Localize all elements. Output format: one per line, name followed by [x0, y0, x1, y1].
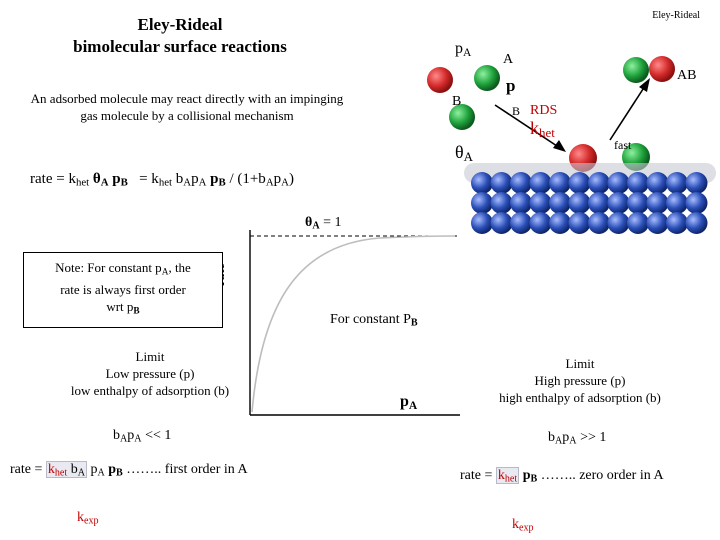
- surface-atom: [646, 192, 669, 214]
- label-theta-a: θA: [455, 142, 473, 165]
- low-limit-equation: rate = khet bA pA pB …….. first order in…: [10, 461, 248, 479]
- label-b: B: [452, 94, 462, 109]
- high-limit-condition: bApA >> 1: [548, 430, 607, 447]
- surface-atom: [471, 172, 493, 194]
- intro-text: An adsorbed molecule may react directly …: [30, 91, 344, 123]
- label-rds: RDS: [530, 103, 558, 118]
- label-p: p: [506, 76, 516, 95]
- surface-atom: [529, 192, 552, 214]
- surface-atom: [607, 172, 630, 194]
- surface-atom: [490, 212, 513, 234]
- product-ab-green: [623, 57, 649, 83]
- label-b-small: B: [512, 104, 521, 118]
- surface-atom: [549, 212, 571, 234]
- surface-atom: [685, 212, 708, 234]
- rate-curve: [251, 235, 456, 413]
- surface-atom: [627, 172, 649, 194]
- surface-atom: [588, 192, 610, 214]
- surface-atom: [510, 212, 532, 234]
- high-pressure-limit: Limit High pressure (p) high enthalpy of…: [499, 356, 661, 405]
- gas-molecule-b-approach: [449, 104, 475, 130]
- x-axis-label: pA: [400, 393, 418, 412]
- gas-molecule-a: [427, 67, 453, 93]
- surface-atom: [666, 192, 688, 214]
- surface-atom: [646, 212, 669, 234]
- label-khet: khet: [530, 118, 555, 141]
- surface-atom: [588, 212, 610, 234]
- surface-atom: [646, 172, 669, 194]
- surface-atom: [490, 192, 513, 214]
- surface-atom: [490, 172, 513, 194]
- surface-atom: [607, 212, 630, 234]
- label-pa: pA: [455, 40, 472, 59]
- surface-atom: [529, 172, 552, 194]
- gas-molecule-b: [474, 65, 500, 91]
- surface-atom: [549, 172, 571, 194]
- label-a: A: [503, 52, 514, 67]
- constant-pb-label: For constant PB: [330, 312, 418, 329]
- low-limit-condition: bApA << 1: [113, 428, 172, 445]
- surface-atom: [471, 192, 493, 214]
- surface-lattice: [464, 163, 716, 234]
- surface-atom: [568, 172, 591, 194]
- surface-atom: [685, 172, 708, 194]
- surface-atom: [529, 212, 552, 234]
- label-fast: fast: [614, 138, 632, 152]
- surface-atom: [588, 172, 610, 194]
- low-kexp-label: kexp: [77, 510, 99, 527]
- surface-atom: [627, 212, 649, 234]
- impinging-arrow: [494, 104, 561, 149]
- theta-one-label: θA = 1: [305, 215, 342, 232]
- corner-label: Eley-Rideal: [652, 10, 700, 21]
- title-line-2: bimolecular surface reactions: [73, 37, 287, 56]
- surface-atom: [568, 192, 591, 214]
- high-kexp-label: kexp: [512, 517, 534, 534]
- high-limit-equation: rate = khet pB …….. zero order in A: [460, 467, 664, 485]
- product-ab-red: [649, 56, 675, 82]
- khet-highlight-high: khet: [495, 467, 520, 485]
- surface-atom: [510, 172, 532, 194]
- surface-atom: [568, 212, 591, 234]
- label-ab: AB: [677, 68, 697, 83]
- title-line-1: Eley-Rideal: [137, 15, 223, 34]
- surface-atom: [627, 192, 649, 214]
- note-box: Note: For constant pA, the rate is alway…: [23, 252, 223, 328]
- theta-a-symbol: θA: [92, 171, 109, 189]
- surface-atom: [666, 212, 688, 234]
- surface-atom: [471, 212, 493, 234]
- surface-atom: [666, 172, 688, 194]
- rate-equation: rate = khet θA pB = khet bApA pB / (1+bA…: [30, 171, 294, 189]
- khet-highlight-low: khet bA: [45, 461, 87, 479]
- surface-atom: [607, 192, 630, 214]
- low-pressure-limit: Limit Low pressure (p) low enthalpy of a…: [70, 349, 230, 398]
- surface-atom: [510, 192, 532, 214]
- surface-atom: [549, 192, 571, 214]
- desorption-arrow: [609, 85, 646, 141]
- surface-atom: [685, 192, 708, 214]
- page-title: Eley-Rideal bimolecular surface reaction…: [40, 14, 320, 58]
